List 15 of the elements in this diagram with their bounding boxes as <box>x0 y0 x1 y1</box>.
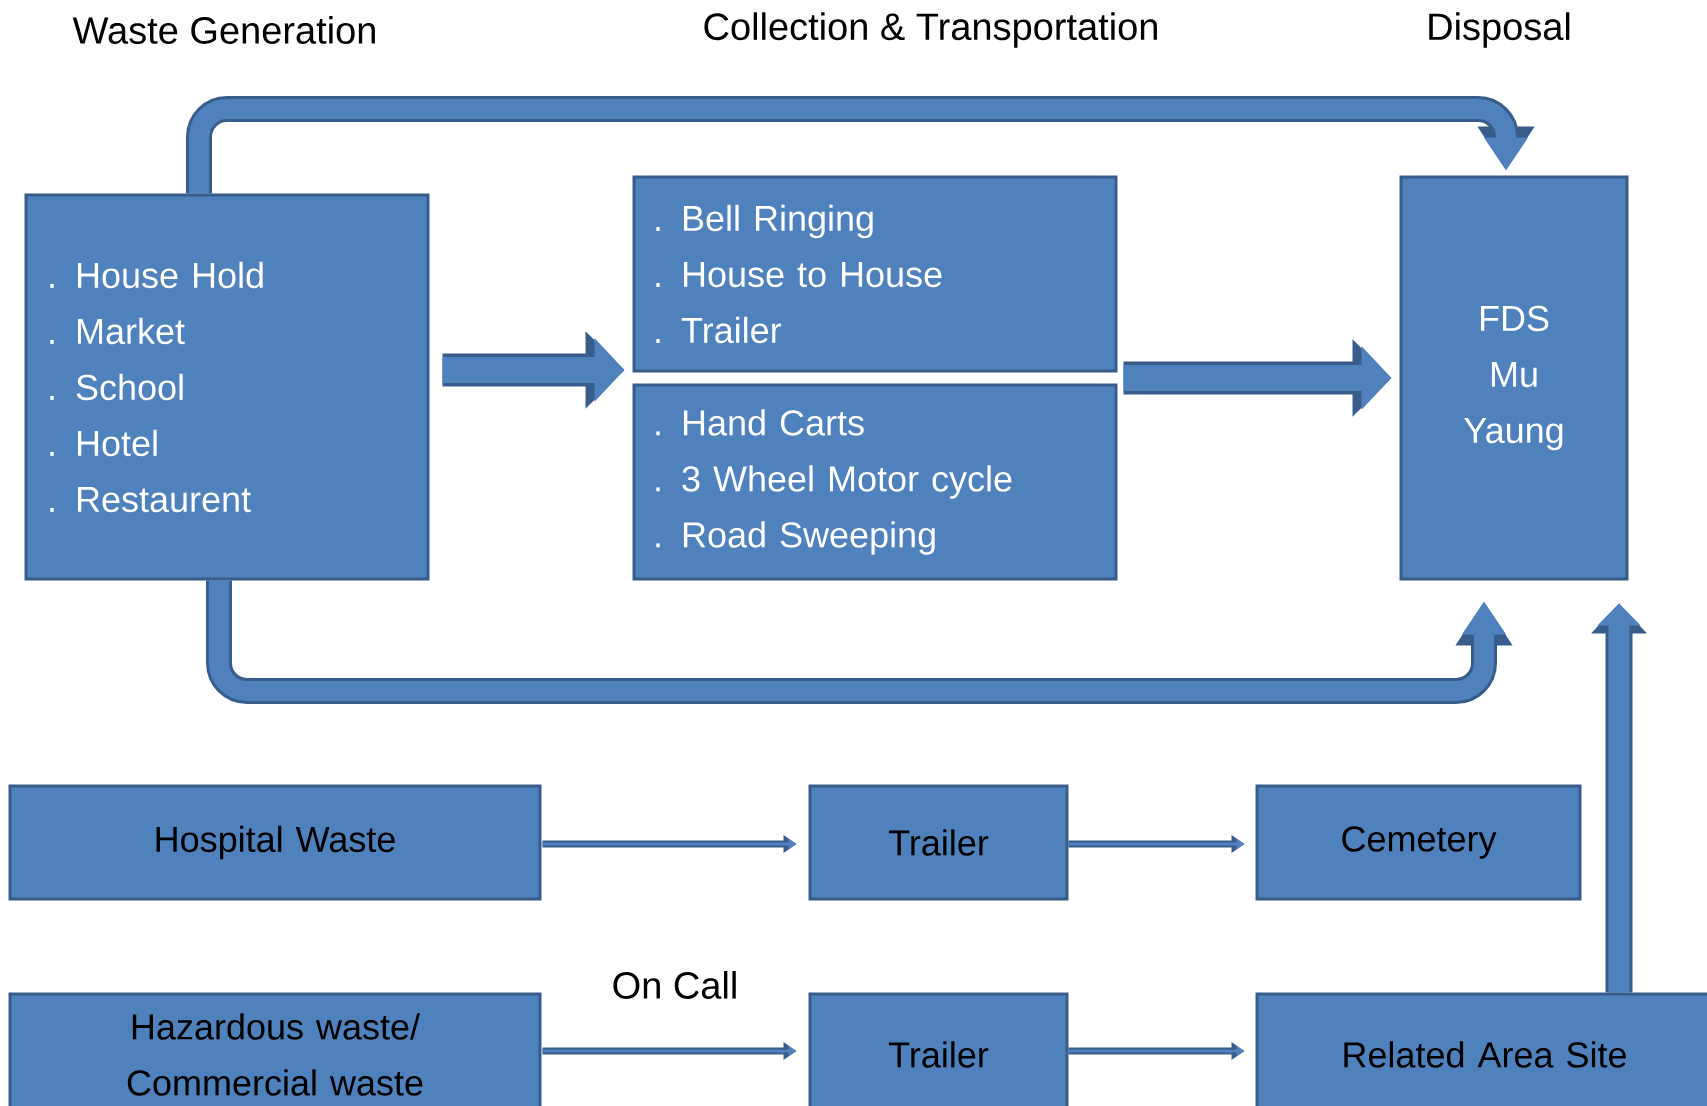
column-heading: Waste Generation <box>72 16 375 44</box>
process-box: FDS Mu Yaung <box>1399 175 1629 581</box>
process-box: Cemetery <box>1255 784 1582 901</box>
process-box: Hazardous waste/ Commercial waste <box>8 992 542 1106</box>
process-box: . Hand Carts . 3 Wheel Motor cycle . Road Sweeping <box>632 383 1118 581</box>
process-box: Related Area Site <box>1255 992 1707 1106</box>
column-heading: Disposal <box>1429 12 1570 48</box>
bent-arrow <box>186 96 1535 194</box>
process-box: Hospital Waste <box>8 784 542 901</box>
edge-label: On Call <box>607 967 743 1003</box>
process-box: . Bell Ringing . House to House . Trailer <box>632 175 1118 373</box>
column-heading: Collection & Transportation <box>704 12 1157 48</box>
process-box: Trailer <box>808 992 1069 1106</box>
process-box: . House Hold . Market . School . Hotel . Restaurent <box>24 193 430 581</box>
process-box: Trailer <box>808 784 1069 901</box>
